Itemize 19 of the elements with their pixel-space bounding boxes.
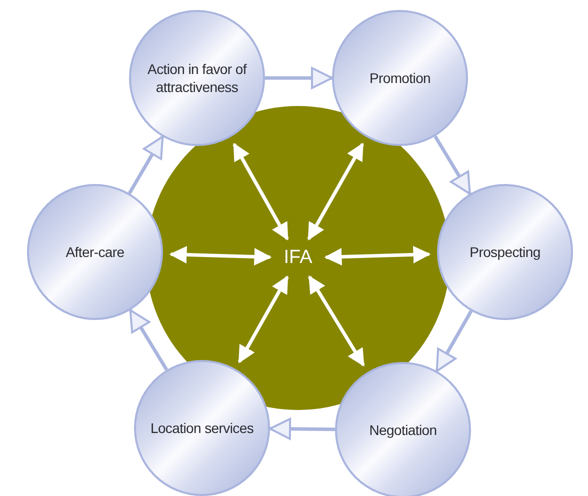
arrow [269,418,336,440]
stage-circle: Negotiation [335,362,471,496]
stage-circle: Location services [134,360,270,496]
arrow [307,142,364,241]
arrow [434,135,472,195]
stage-circle: Prospecting [437,184,573,320]
arrow [128,309,168,371]
arrow [324,246,431,266]
arrow [238,275,289,364]
arrow [265,67,333,89]
arrow [128,136,164,194]
stage-circle: After-care [27,184,163,320]
arrow [232,142,289,241]
arrow [169,246,272,266]
stage-circle: Action in favor of attractiveness [129,10,265,146]
center-label: IFA [278,246,318,270]
arrow [435,310,473,372]
arrow [308,275,365,367]
stage-circle: Promotion [332,10,468,146]
